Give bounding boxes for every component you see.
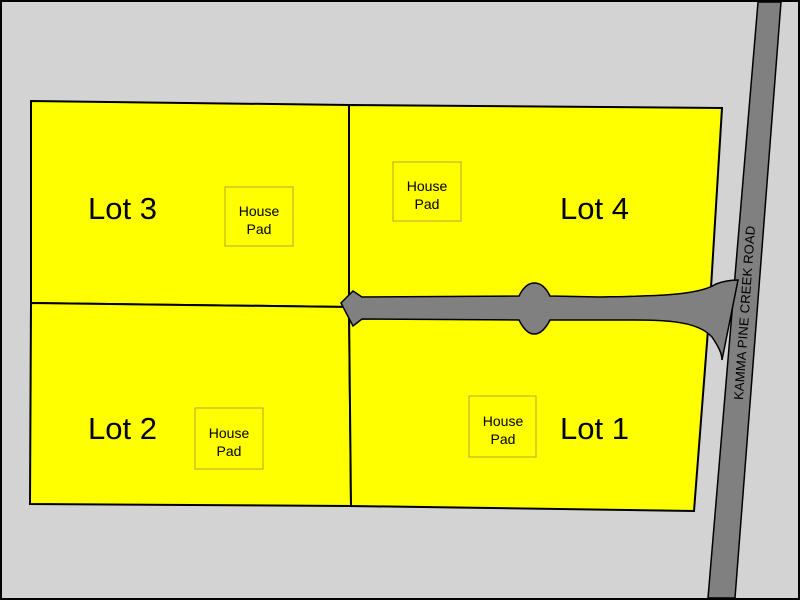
lot-2-label: Lot 2 — [88, 411, 157, 446]
house-pad-line2: Pad — [491, 431, 516, 447]
access-driveway — [340, 279, 739, 361]
lot-3-parcel[interactable] — [30, 99, 350, 309]
house-pad-lot-2: House Pad — [194, 407, 264, 470]
lot-1-parcel[interactable] — [347, 302, 712, 513]
lot-3-label: Lot 3 — [88, 191, 157, 226]
house-pad-lot-1: House Pad — [468, 395, 537, 458]
lot-1-label: Lot 1 — [560, 411, 629, 446]
lot-4-parcel[interactable] — [348, 103, 724, 309]
house-pad-line1: House — [209, 425, 250, 441]
lot-2-parcel[interactable] — [28, 301, 353, 508]
house-pad-line2: Pad — [415, 196, 440, 212]
house-pad-line1: House — [239, 203, 280, 219]
main-road — [707, 1, 782, 599]
house-pad-line2: Pad — [247, 221, 272, 237]
house-pad-lot-4: House Pad — [392, 161, 462, 222]
house-pad-line1: House — [407, 178, 448, 194]
lot-4-label: Lot 4 — [560, 191, 629, 226]
house-pad-lot-3: House Pad — [224, 186, 294, 247]
house-pad-line1: House — [483, 413, 524, 429]
house-pad-line2: Pad — [217, 443, 242, 459]
